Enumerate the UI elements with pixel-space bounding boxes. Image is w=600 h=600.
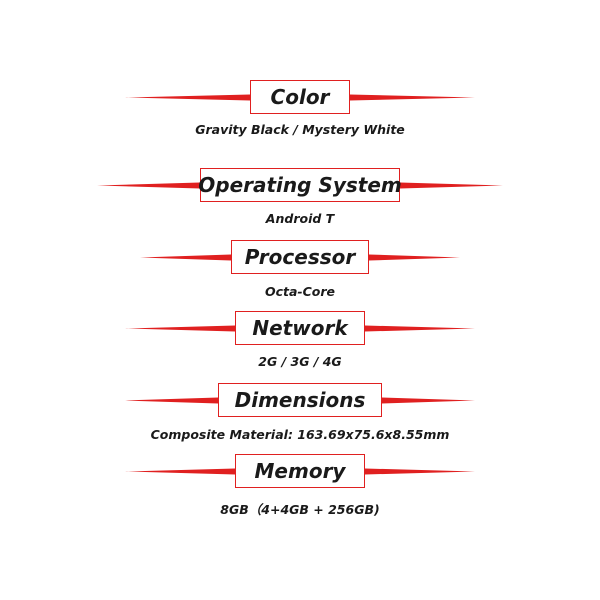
divider-bar-color: [125, 94, 475, 101]
divider-bar-memory: [125, 468, 475, 475]
spec-label-dimensions: Dimensions: [218, 383, 382, 417]
spec-value-memory: 8GB（4+4GB + 256GB): [220, 502, 380, 517]
divider-bar-network: [125, 325, 475, 332]
spec-row-dimensions: Dimensions: [0, 383, 600, 419]
divider-bar-dimensions: [125, 397, 475, 404]
spec-value-processor: Octa-Core: [264, 284, 336, 299]
spec-label-processor: Processor: [231, 240, 369, 274]
spec-label-operating-system: Operating System: [198, 168, 402, 202]
divider-bar-processor: [140, 254, 460, 261]
spec-row-color: Color: [0, 80, 600, 116]
spec-value-network: 2G / 3G / 4G: [258, 354, 342, 369]
spec-label-network: Network: [235, 311, 365, 345]
spec-value-dimensions: Composite Material: 163.69x75.6x8.55mm: [150, 427, 450, 442]
spec-row-processor: Processor: [0, 240, 600, 276]
spec-row-network: Network: [0, 311, 600, 347]
spec-label-color: Color: [250, 80, 350, 114]
spec-value-operating-system: Android T: [265, 211, 335, 226]
divider-bar-operating-system: [97, 182, 503, 189]
spec-row-memory: Memory: [0, 454, 600, 490]
spec-row-operating-system: Operating System: [0, 168, 600, 204]
spec-label-memory: Memory: [235, 454, 365, 488]
spec-value-color: Gravity Black / Mystery White: [195, 122, 405, 137]
